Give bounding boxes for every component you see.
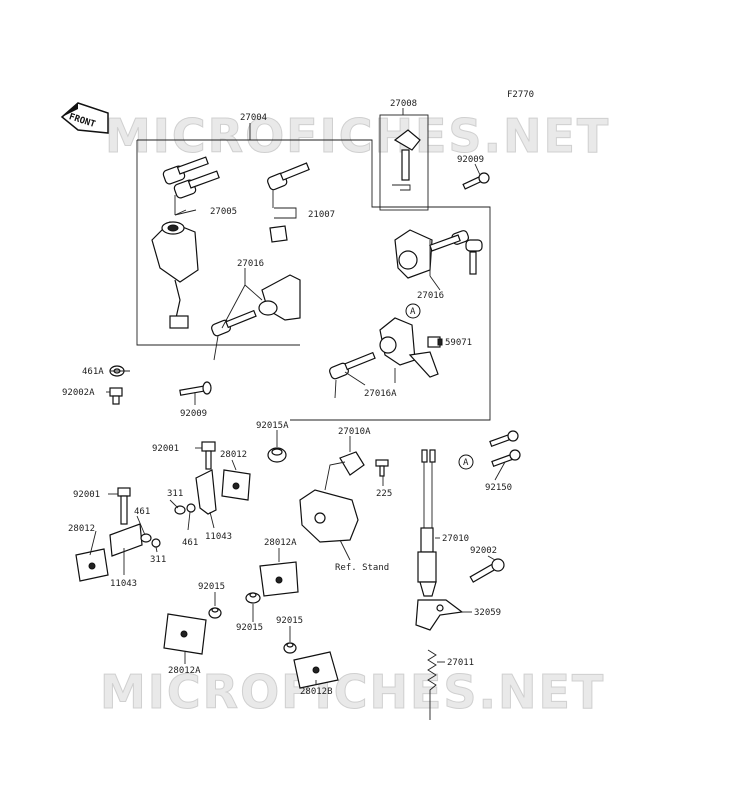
part-labels: 27004 27008 92009 27005 21007 27016 2701…: [62, 99, 512, 697]
screw-92009-top-icon: [462, 172, 490, 190]
part-label: 225: [376, 489, 392, 499]
part-label: 92150: [485, 483, 512, 493]
spring-27011-icon: [427, 649, 437, 720]
part-label: 27010A: [338, 427, 371, 437]
part-label: 27016: [237, 259, 264, 269]
screw-92009-bottom-icon: [179, 381, 212, 396]
part-label: 21007: [308, 210, 335, 220]
bracket-11043-left-icon: [109, 523, 161, 557]
watermark-bottom: MICROFICHES.NET: [100, 665, 605, 719]
key-21007-icon: [267, 162, 310, 243]
part-label: 92001: [152, 444, 179, 454]
ref-stand-label: Ref. Stand: [335, 563, 389, 573]
part-label: 27008: [390, 99, 417, 109]
svg-text:A: A: [410, 307, 416, 317]
pad-28012-left-icon: [75, 548, 109, 582]
part-label: 11043: [205, 532, 232, 542]
part-label: 28012: [220, 450, 247, 460]
part-label: 27004: [240, 113, 267, 123]
part-label: 27016A: [364, 389, 397, 399]
bolt-92001-top-icon: [201, 441, 216, 470]
part-label: 461A: [82, 367, 104, 377]
part-label: 27016: [417, 291, 444, 301]
bolt-92001-left-icon: [117, 487, 131, 525]
bolt-92002-icon: [469, 558, 505, 583]
nut-92015A-icon: [267, 447, 287, 463]
part-label: 28012: [68, 524, 95, 534]
callout-a-top: A: [405, 303, 421, 319]
assembly-brackets: [136, 114, 491, 421]
part-label: 28012A: [264, 538, 297, 548]
part-label: 32059: [474, 608, 501, 618]
lock-27016A-icon: [329, 317, 439, 399]
part-label: 92002: [470, 546, 497, 556]
ignition-switch-icon: [151, 221, 199, 329]
diagram-code: F2770: [507, 90, 534, 100]
lock-27016-mid-icon: [211, 274, 301, 361]
bolt-92002A-icon: [109, 387, 123, 405]
ref-stand-icon: [299, 461, 359, 543]
part-label: 92002A: [62, 388, 95, 398]
part-label: 27010: [442, 534, 469, 544]
bolt-92150-icon: [489, 430, 521, 468]
part-label: 92009: [180, 409, 207, 419]
key-27005-icon: [162, 156, 220, 215]
stand-switch-27010A-icon: [339, 451, 389, 477]
bracket-11043-top-icon: [174, 469, 217, 515]
part-label: 92009: [457, 155, 484, 165]
sensor-27010-icon: [417, 449, 437, 597]
front-arrow-icon: FRONT: [60, 102, 109, 134]
pad-28012-top-icon: [221, 469, 251, 501]
part-label: 461: [134, 507, 150, 517]
part-label: 27005: [210, 207, 237, 217]
part-label: 92015A: [256, 421, 289, 431]
nut-92015-right-icon: [283, 642, 297, 654]
part-label: 311: [167, 489, 183, 499]
part-label: 11043: [110, 579, 137, 589]
part-label: 28012B: [300, 687, 333, 697]
pad-28012A-bottom-icon: [163, 613, 207, 655]
leader-lines: [89, 108, 506, 685]
part-59071-icon: [427, 336, 443, 348]
bracket-32059-icon: [415, 599, 464, 631]
pad-28012B-icon: [293, 651, 339, 689]
nut-92015-mid-icon: [245, 592, 261, 604]
watermark-top: MICROFICHES.NET: [105, 109, 610, 163]
part-label: 59071: [445, 338, 472, 348]
key-27008-icon: [392, 129, 421, 191]
lock-27016-right-icon: [394, 229, 483, 279]
part-label: 92015: [198, 582, 225, 592]
part-label: 92001: [73, 490, 100, 500]
callout-a-right: A: [458, 454, 474, 470]
part-label: 92015: [236, 623, 263, 633]
nut-92015-left-icon: [208, 607, 222, 619]
part-label: 92015: [276, 616, 303, 626]
part-label: 27011: [447, 658, 474, 668]
part-label: 28012A: [168, 666, 201, 676]
pad-28012A-mid-icon: [259, 561, 299, 597]
part-label: 311: [150, 555, 166, 565]
svg-text:A: A: [463, 458, 469, 468]
part-label: 461: [182, 538, 198, 548]
